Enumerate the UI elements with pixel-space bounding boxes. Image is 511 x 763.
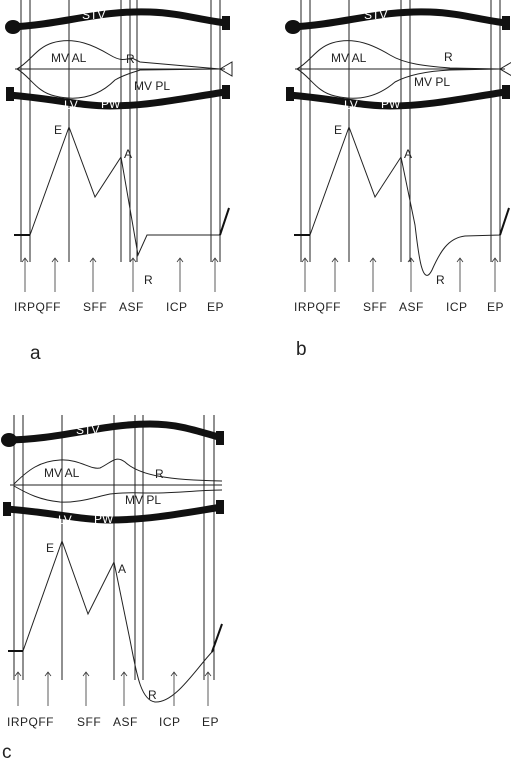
phase-asf-c: ASF [113,715,138,729]
pl-label-c: MV PL [125,493,161,507]
phase-arrows [21,257,219,292]
pw-label-c: PW [94,512,114,526]
a-label-c: A [118,562,126,576]
pl-label: MV PL [134,79,170,93]
anterior-leaflet [16,40,221,70]
septum-label-b: STV [364,8,387,22]
phase-ep: EP [207,300,224,314]
posterior-leaflet [16,68,221,99]
posterior-wall-band [7,88,227,110]
phase-asf: ASF [119,300,144,314]
septum-band [9,8,227,31]
pl-label-b: MV PL [414,75,450,89]
phase-sff-c: SFF [77,715,101,729]
e-label-b: E [334,123,342,137]
phase-ep-c: EP [202,715,219,729]
phase-sff: SFF [83,300,107,314]
lv-label: LV [64,98,78,112]
phase-irpqff-c: IRPQFF [7,715,54,729]
r-label: R [126,52,135,66]
wave-r-label: R [144,273,153,287]
lv-label-b: LV [344,98,358,112]
wave-r-label-b: R [436,273,445,287]
al-label-b: MV AL [331,51,367,65]
pw-label-b: PW [381,97,401,111]
phase-irpqff: IRPQFF [14,300,61,314]
e-label-c: E [46,541,54,555]
r-label-c: R [155,467,164,481]
r-label-b: R [444,50,453,64]
septum-cap [5,20,21,34]
phase-ep-b: EP [487,300,504,314]
phase-asf-b: ASF [399,300,424,314]
septum-label: STV [82,8,105,22]
phase-irpqff-b: IRPQFF [294,300,341,314]
panel-c-label: c [2,742,12,763]
lv-label-c: LV [58,513,72,527]
e-label: E [54,123,62,137]
a-label-b: A [404,147,412,161]
panel-a-label: a [30,343,41,364]
al-label: MV AL [51,51,87,65]
al-label-c: MV AL [44,466,80,480]
panel-a: STV MV AL R MV PL LV PW E A R IRPQFF [5,0,233,364]
panel-b-label: b [296,339,307,360]
wave-r-label-c: R [148,688,157,702]
phase-icp-b: ICP [446,300,468,314]
phase-sff-b: SFF [363,300,387,314]
panel-b: STV MV AL R MV PL LV PW E A R IRPQFF SFF… [285,0,511,360]
pw-label: PW [101,97,121,111]
phase-icp-c: ICP [159,715,181,729]
flow-waveform [14,125,230,257]
phase-icp: ICP [166,300,188,314]
septum-label-c: STV [76,423,99,437]
a-label: A [124,147,132,161]
panel-c: STV MV AL R MV PL LV PW E A R IRPQFF SFF… [1,415,224,763]
